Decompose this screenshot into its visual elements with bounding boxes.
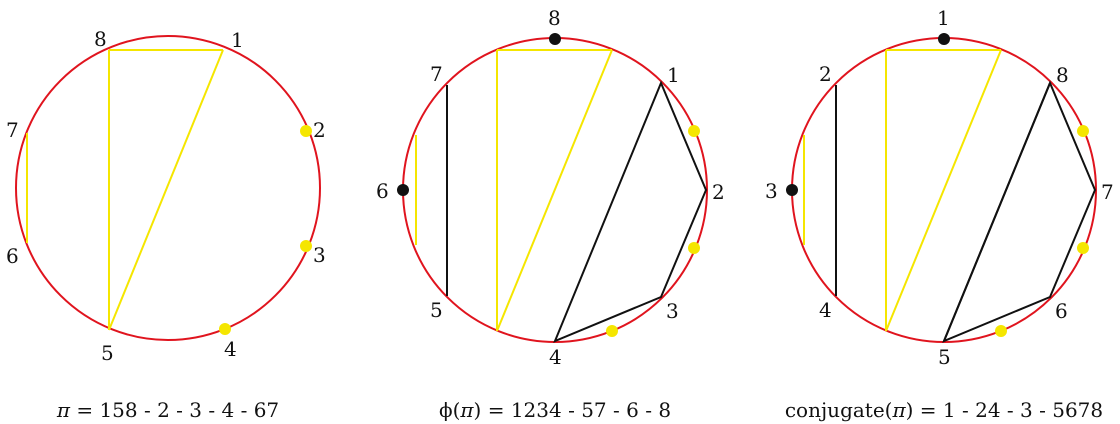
block-5678 bbox=[942, 80, 1097, 343]
vertex-label: 2 bbox=[712, 180, 725, 204]
vertex-label: 7 bbox=[430, 62, 443, 86]
singleton-dot-6 bbox=[397, 184, 409, 196]
arc-yellow-diagonal bbox=[496, 49, 613, 332]
vertex-label: 5 bbox=[938, 345, 951, 369]
vertex-label: 4 bbox=[549, 345, 562, 369]
vertex-label: 6 bbox=[6, 244, 19, 268]
vertex-label: 3 bbox=[313, 243, 326, 267]
caption-pi: π = 158 - 2 - 3 - 4 - 67 bbox=[56, 398, 279, 422]
vertex-label: 5 bbox=[430, 298, 443, 322]
vertex-label: 1 bbox=[667, 63, 680, 87]
yellow-dot bbox=[606, 325, 618, 337]
vertex-label: 2 bbox=[313, 118, 326, 142]
singleton-dot-3 bbox=[786, 184, 798, 196]
singleton-dot-2 bbox=[300, 125, 312, 137]
caption-conjugate: conjugate(π) = 1 - 24 - 3 - 5678 bbox=[785, 398, 1103, 422]
vertex-label: 2 bbox=[819, 62, 832, 86]
vertex-label: 8 bbox=[94, 27, 107, 51]
circle bbox=[15, 35, 321, 341]
vertex-label: 1 bbox=[231, 28, 244, 52]
singleton-dot-8 bbox=[549, 33, 561, 45]
arc-1-5 bbox=[108, 49, 224, 331]
yellow-dot bbox=[688, 125, 700, 137]
vertex-label: 3 bbox=[666, 299, 679, 323]
vertex-label: 3 bbox=[765, 179, 778, 203]
singleton-dot-3 bbox=[300, 240, 312, 252]
diagram-pi: 1 2 3 4 5 6 7 8 π = 158 - 2 - 3 - 4 - 67 bbox=[6, 27, 326, 422]
diagram-conjugate: 8 7 6 5 4 3 2 1 conjugate(π) = 1 - 24 - … bbox=[765, 6, 1114, 422]
vertex-label: 8 bbox=[548, 6, 561, 30]
vertex-label: 1 bbox=[937, 6, 950, 30]
vertex-label: 4 bbox=[224, 337, 237, 361]
vertex-label: 5 bbox=[101, 341, 114, 365]
yellow-dot bbox=[688, 242, 700, 254]
block-1234 bbox=[553, 80, 708, 343]
yellow-dot bbox=[1077, 242, 1089, 254]
vertex-label: 6 bbox=[376, 179, 389, 203]
vertex-label: 7 bbox=[6, 118, 19, 142]
vertex-label: 4 bbox=[819, 298, 832, 322]
yellow-dot bbox=[1077, 125, 1089, 137]
arc-8-5 bbox=[943, 82, 1051, 342]
singleton-dot-1 bbox=[938, 33, 950, 45]
arc-yellow-diagonal bbox=[885, 49, 1002, 332]
caption-phi: ϕ(π) = 1234 - 57 - 6 - 8 bbox=[439, 398, 671, 422]
vertex-label: 6 bbox=[1055, 299, 1068, 323]
yellow-dot bbox=[995, 325, 1007, 337]
vertex-label: 8 bbox=[1056, 63, 1069, 87]
diagram-phi: 1 2 3 4 5 6 7 8 ϕ(π) = 1234 - 57 - 6 - 8 bbox=[376, 6, 725, 422]
vertex-label: 7 bbox=[1101, 180, 1114, 204]
singleton-dot-4 bbox=[219, 323, 231, 335]
